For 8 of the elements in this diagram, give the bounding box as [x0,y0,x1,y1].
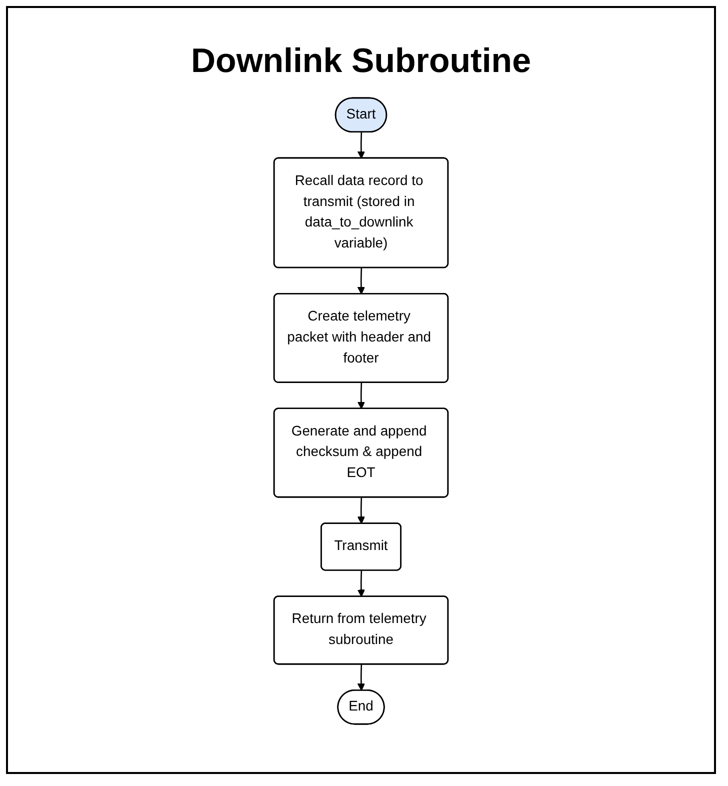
diagram-title: Downlink Subroutine [191,42,531,81]
arrow [357,268,366,294]
arrow [357,570,366,597]
arrow [357,132,366,159]
arrow [357,664,366,691]
arrow [357,382,366,410]
flowchart: Start Recall data record to transmit (stored in data_to_downlink variable) Create telemetry packet with header and footer Generate and append checksum & append EOT Transmit Return from telemetry subroutine End [253,91,469,731]
arrow [357,498,366,524]
